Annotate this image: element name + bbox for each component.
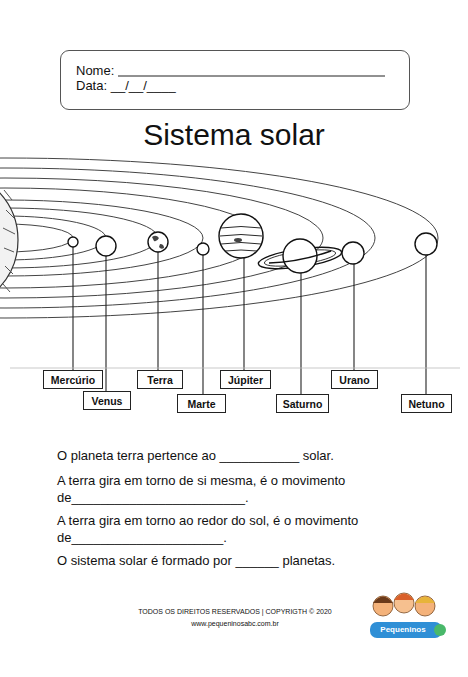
planet (415, 233, 437, 255)
planet-label-box: Júpiter (220, 370, 271, 389)
baseline (10, 368, 460, 369)
leader-line (157, 252, 158, 370)
planet-name: Venus (92, 395, 123, 407)
logo-badge (434, 624, 446, 636)
sun (0, 170, 18, 310)
planet-label-box: Venus (83, 391, 131, 410)
orbit (0, 158, 438, 318)
website-url: www.pequeninosabc.com.br (90, 619, 380, 628)
planets (68, 214, 437, 273)
planet-name: Júpiter (228, 374, 263, 386)
orbits (0, 158, 438, 318)
leader-line (300, 273, 301, 394)
leader-line (425, 255, 426, 394)
logo-text: Pequeninos (370, 625, 436, 635)
leader-line (202, 255, 203, 394)
planet-bands (220, 227, 262, 252)
copyright-note: TODOS OS DIREITOS RESERVADOS | COPYRIGTH… (90, 607, 380, 616)
planet (219, 214, 263, 258)
planet-name: Netuno (408, 398, 444, 410)
planet (283, 239, 317, 273)
planet-name: Mercúrio (51, 374, 95, 386)
logo-banner (370, 622, 442, 638)
orbit (0, 200, 203, 276)
question-text: O planeta terra pertence ao ___________ … (57, 447, 457, 464)
sun-texture (3, 190, 15, 292)
leader-line (72, 247, 73, 370)
planet-label-box: Marte (177, 394, 226, 413)
orbit (0, 188, 263, 288)
leader-line (243, 258, 244, 370)
planet-label-box: Urano (331, 370, 378, 389)
great-red-spot (234, 238, 242, 242)
planet-name: Marte (187, 398, 215, 410)
question-text: O sistema solar é formado por ______ pla… (57, 552, 457, 569)
kid-face (415, 596, 435, 616)
name-write-line (118, 76, 385, 77)
planet (197, 243, 209, 255)
header-box: Nome:Data: __/__/____ (60, 50, 410, 110)
planet (148, 232, 168, 252)
planet (68, 237, 78, 247)
logo (370, 593, 446, 638)
page-title: Sistema solar (0, 118, 468, 152)
orbit (0, 208, 158, 268)
question-text: A terra gira em torno ao redor do sol, é… (57, 512, 402, 546)
kid-face (373, 596, 393, 616)
planet-ring-front (269, 251, 331, 263)
kid-hair (373, 597, 393, 604)
planet-label-box: Terra (137, 370, 183, 389)
planet (96, 236, 116, 256)
form-field-label: Nome: (76, 63, 114, 78)
planet-name: Terra (147, 374, 173, 386)
question-text: A terra gira em torno de si mesma, é o m… (57, 472, 402, 506)
sun-disc (0, 170, 18, 310)
leader-lines (73, 247, 426, 394)
planet-label-box: Saturno (276, 394, 329, 413)
orbit (0, 168, 375, 308)
planet (342, 242, 364, 264)
planet-name: Saturno (283, 398, 323, 410)
orbit (0, 178, 323, 298)
form-field-label: Data: __/__/____ (76, 78, 176, 93)
leader-line (353, 264, 354, 370)
kid-hair (394, 594, 414, 601)
planet-label-box: Netuno (401, 394, 452, 413)
continents (152, 236, 164, 249)
planet-label-box: Mercúrio (43, 370, 103, 389)
planet-name: Urano (339, 374, 369, 386)
kid-hair (415, 597, 435, 604)
kid-face (394, 593, 414, 613)
leader-line (105, 256, 106, 391)
